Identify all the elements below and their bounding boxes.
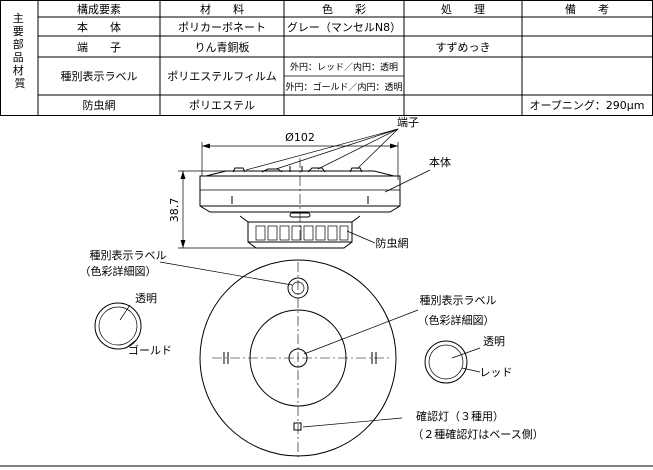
row-net-remarks: オープニング：290μm — [529, 98, 644, 112]
row-body-color: グレー（マンセルN8） — [287, 20, 401, 34]
row-terminal-component: 端 子 — [77, 41, 121, 54]
side-view: Ø102 — [168, 116, 451, 250]
header-color: 色 彩 — [322, 2, 366, 16]
header-treatment: 処 理 — [441, 3, 485, 16]
gold-label: ゴールド — [128, 343, 172, 357]
diameter-dimension: Ø102 — [285, 131, 315, 144]
row-label-color-gold: 外円：ゴールド／内円：透明 — [285, 81, 402, 93]
side-label-char: 材 — [13, 63, 24, 77]
row-terminal-material: りん青銅板 — [195, 40, 250, 54]
clear-label-left: 透明 — [135, 292, 157, 305]
side-label-char: 部 — [13, 37, 24, 51]
row-body-material: ポリカーボネート — [178, 21, 266, 34]
bottom-view: 種別表示ラベル （色彩詳細図） 透明 ゴールド 種別表示ラベル （色彩詳細図） … — [80, 248, 544, 460]
header-material: 材 料 — [200, 2, 244, 16]
row-label-component: 種別表示ラベル — [61, 69, 138, 83]
row-net-material: ポリエステル — [189, 99, 255, 112]
height-dimension: 38.7 — [168, 198, 181, 223]
lamp-label: 確認灯（３種用） — [416, 409, 504, 423]
row-body-component: 本 体 — [77, 20, 121, 34]
insect-net-label: 防虫網 — [376, 236, 409, 250]
materials-table: 主 要 部 品 材 質 構成要素 材 料 色 彩 処 理 備 考 本 体 ポリカ… — [0, 0, 653, 116]
type-label-left-title: 種別表示ラベル — [90, 248, 167, 262]
row-label-color-red: 外円：レッド／内円：透明 — [290, 61, 398, 73]
header-component: 構成要素 — [77, 3, 121, 16]
side-label-char: 品 — [13, 51, 24, 64]
type-label-left-subtitle: （色彩詳細図） — [80, 264, 157, 278]
type-label-center-subtitle: （色彩詳細図） — [418, 313, 495, 327]
row-label-material: ポリエステルフィルム — [167, 70, 277, 83]
row-terminal-treatment: すずめっき — [436, 41, 491, 54]
side-label-char: 質 — [15, 76, 26, 90]
row-net-component: 防虫網 — [83, 98, 116, 112]
terminal-label: 端子 — [397, 116, 419, 129]
red-label: レッド — [480, 366, 513, 379]
side-label: 主 要 部 品 材 質 — [13, 12, 28, 90]
type-label-center-title: 種別表示ラベル — [420, 293, 497, 307]
lamp-note: （２種確認灯はベース側） — [412, 427, 543, 441]
body-label: 本体 — [429, 155, 451, 169]
header-remarks: 備 考 — [565, 3, 609, 16]
side-label-char: 主 — [13, 12, 24, 25]
insect-net-mesh — [255, 225, 349, 241]
side-label-char: 要 — [13, 25, 24, 38]
clear-label-right: 透明 — [483, 335, 505, 348]
